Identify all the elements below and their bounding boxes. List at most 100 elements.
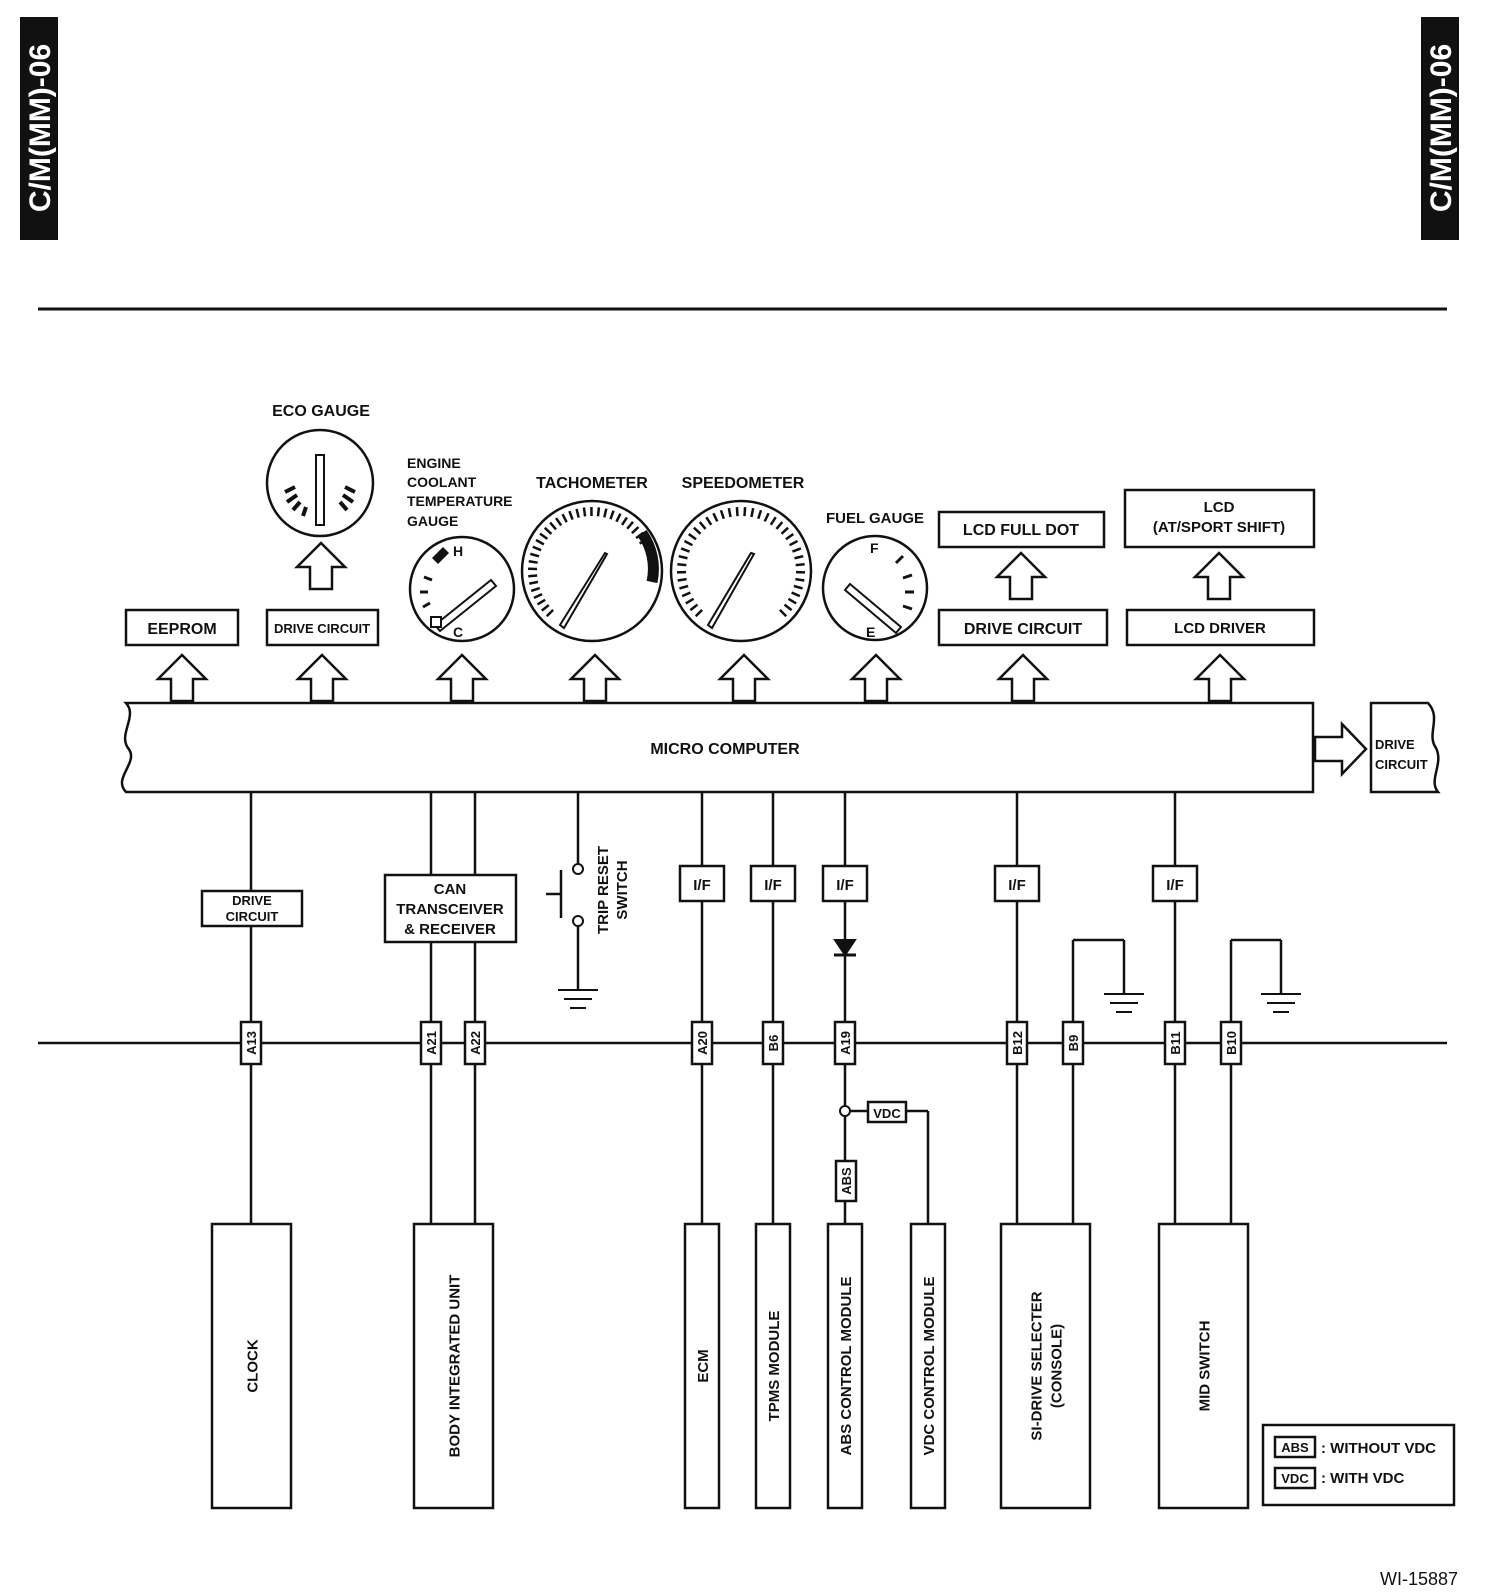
lcd-full-dot-box xyxy=(937,510,1106,549)
fuel-up-arrow xyxy=(850,653,902,703)
lcd-shift-title: LCD xyxy=(1204,499,1235,516)
connector-b9 xyxy=(1061,1020,1085,1066)
lcd-driver-box xyxy=(1125,608,1316,647)
eco-drive-circuit-label: DRIVE CIRCUIT xyxy=(274,621,370,636)
connector-label: A21 xyxy=(424,1031,439,1055)
gauge-tick xyxy=(792,547,802,553)
lcd-full-dot-label: LCD FULL DOT xyxy=(963,522,1079,539)
side-drive-circuit-box xyxy=(1369,701,1441,794)
lcd-shift-up-arrow xyxy=(1193,551,1245,601)
if-box-label: I/F xyxy=(1166,877,1184,894)
legend-vdc-tag xyxy=(1273,1466,1317,1490)
side-drive-circuit-label-1: DRIVE xyxy=(1375,737,1415,752)
gauge-tick xyxy=(743,507,747,517)
eco-drive-circuit-box xyxy=(265,608,380,647)
fuel-gauge-dial xyxy=(821,534,929,642)
if-box xyxy=(678,864,726,903)
gauge-tick xyxy=(712,512,719,522)
section-tag-left-text: C/M(MM)-06 xyxy=(24,44,57,212)
gauge-tick xyxy=(533,592,543,600)
abs-tag-label: ABS xyxy=(839,1167,854,1195)
gauge-tick xyxy=(757,509,763,520)
if-box-label: I/F xyxy=(1008,877,1026,894)
eco-up-arrow xyxy=(295,541,347,591)
connector-label: A19 xyxy=(838,1031,853,1055)
clock-module-label: CLOCK xyxy=(245,1339,262,1392)
can-transceiver-label-2: TRANSCEIVER xyxy=(396,901,504,918)
tpms-module-label: TPMS MODULE xyxy=(766,1311,783,1422)
section-tag-right-text: C/M(MM)-06 xyxy=(1425,44,1458,212)
speedometer-up-arrow xyxy=(718,653,770,703)
si-drive-selecter-label-2: (CONSOLE) xyxy=(1049,1324,1066,1408)
gauge-tick xyxy=(532,545,542,552)
coolant-gauge-label-1: ENGINE xyxy=(407,455,461,471)
can-transceiver-label-1: CAN xyxy=(434,881,467,898)
gauge-tick xyxy=(795,577,805,582)
if-box xyxy=(749,864,797,903)
coolant-cold-mark: C xyxy=(453,624,463,640)
gauge-tick xyxy=(693,526,702,535)
lcd-driver-up-arrow xyxy=(1194,653,1246,703)
body-integrated-unit xyxy=(412,1222,495,1510)
gauge-tick xyxy=(719,509,725,520)
eeprom-up-arrow xyxy=(156,653,208,703)
section-tag-right: C/M(MM)-06 xyxy=(1421,17,1459,240)
gauge-tick xyxy=(794,554,804,560)
signal-wires xyxy=(249,792,1233,1224)
ecm-module xyxy=(683,1222,721,1510)
mid-switch xyxy=(1157,1222,1250,1510)
gauge-tick xyxy=(698,521,707,530)
vdc-control-module xyxy=(909,1222,947,1510)
if-box-label: I/F xyxy=(836,877,854,894)
lcd-driver-label: LCD DRIVER xyxy=(1174,620,1266,637)
gauge-tick xyxy=(683,539,694,547)
mid-switch-label: MID SWITCH xyxy=(1197,1321,1214,1412)
gauge-tick xyxy=(787,597,797,605)
gauge-tick xyxy=(561,513,568,523)
gauge-tick xyxy=(727,507,732,518)
lcd-shift-sub: (AT/SPORT SHIFT) xyxy=(1153,519,1285,536)
gauge-tick xyxy=(791,591,801,598)
eeprom-box xyxy=(124,608,240,647)
coolant-gauge-label-2: COOLANT xyxy=(407,474,477,490)
abs-control-module xyxy=(826,1222,864,1510)
gauge-tick xyxy=(545,609,554,618)
gauge-tick xyxy=(783,603,793,612)
eco-drive-up-arrow xyxy=(296,653,348,703)
si-drive-selecter xyxy=(999,1222,1092,1510)
section-tag-left: C/M(MM)-06 xyxy=(20,17,58,240)
coolant-gauge-label-3: TEMPERATURE xyxy=(407,493,513,509)
legend-abs-text: : WITHOUT VDC xyxy=(1321,1440,1436,1457)
eco-gauge-label: ECO GAUGE xyxy=(272,403,370,420)
coolant-gauge-label-4: GAUGE xyxy=(407,513,458,529)
gauge-tick xyxy=(540,604,550,612)
gauge-tick xyxy=(775,521,784,530)
gauge-tick xyxy=(528,574,538,578)
gauge-tick xyxy=(536,598,546,606)
connector-label: A20 xyxy=(695,1031,710,1055)
connector-b12 xyxy=(1005,1020,1029,1066)
gauge-tick xyxy=(609,510,615,520)
legend-abs-tag xyxy=(1273,1435,1317,1459)
gauge-tick xyxy=(535,538,545,546)
ecm-module-label: ECM xyxy=(695,1349,712,1382)
speedometer-dial xyxy=(669,499,813,643)
connector-label: B6 xyxy=(766,1035,781,1052)
figure-id: WI-15887 xyxy=(1380,1569,1458,1589)
clock-drive-circuit-label-2: CIRCUIT xyxy=(226,909,279,924)
lcd-full-dot-up-arrow xyxy=(995,551,1047,601)
mid-ground xyxy=(1231,938,1302,1013)
coolant-hot-mark: H xyxy=(453,543,463,559)
side-right-arrow xyxy=(1313,720,1368,778)
abs-tag-box xyxy=(834,1159,858,1203)
gauge-tick xyxy=(528,559,538,564)
lcd-drive-circuit-label: DRIVE CIRCUIT xyxy=(964,621,1082,638)
gauge-tick xyxy=(788,539,799,547)
if-box xyxy=(821,864,869,903)
sidrive-ground xyxy=(1073,938,1145,1013)
gauge-tick xyxy=(689,603,699,612)
gauge-tick xyxy=(735,507,739,517)
gauge-tick xyxy=(615,513,622,523)
gauge-tick xyxy=(769,516,777,526)
gauge-tick xyxy=(543,526,553,535)
